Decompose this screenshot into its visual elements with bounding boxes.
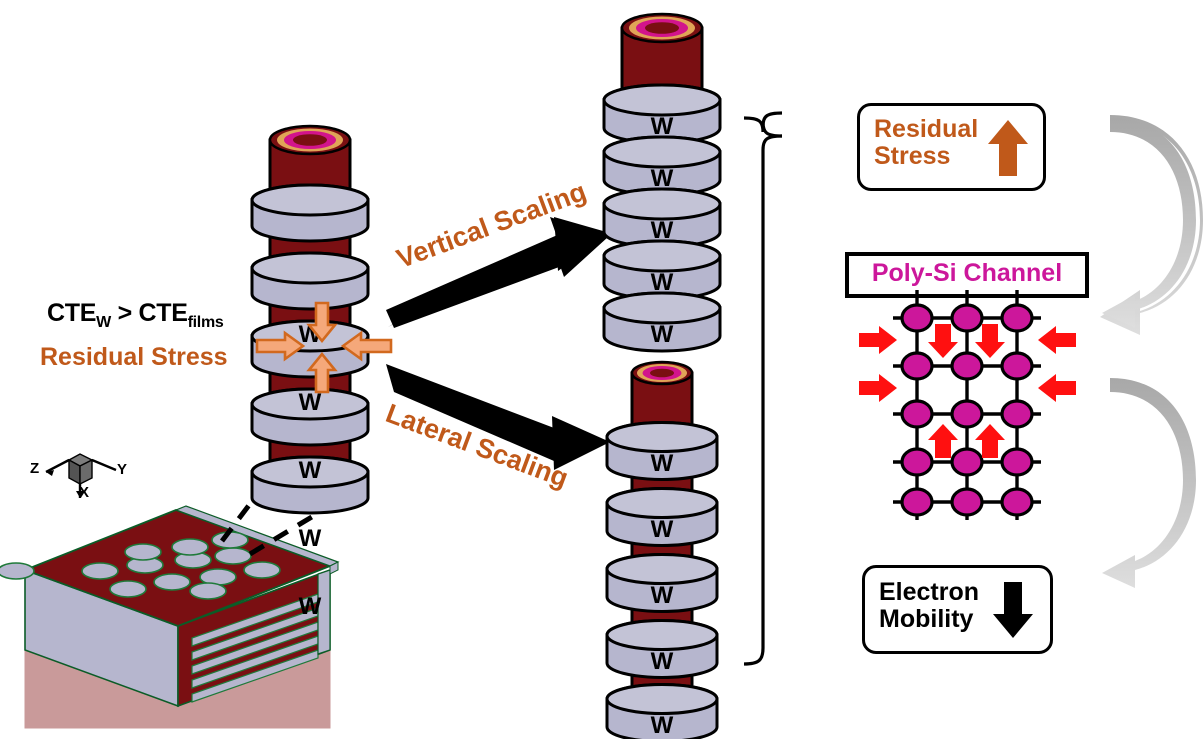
cte-relation: > CTE (111, 299, 188, 327)
w-label: W (600, 583, 724, 608)
lattice-arrow-right-icon (859, 374, 897, 402)
stress-arrow-right-icon (257, 333, 303, 359)
residual-stress-left-label: Residual Stress (40, 344, 228, 370)
w-label: W (600, 270, 724, 295)
w-label: W (600, 166, 724, 191)
poly-si-lattice (855, 288, 1080, 523)
cte-sub-films: films (188, 314, 224, 331)
lattice-arrow-down-icon (928, 324, 958, 358)
stress-arrow-left-icon (343, 333, 391, 359)
electron-mobility-box: Electron Mobility (862, 565, 1053, 654)
lateral-scaled-w-labels: W W W W W (600, 355, 750, 720)
lattice-arrow-right-icon (859, 326, 897, 354)
axis-z-line (46, 460, 69, 472)
lattice-arrow-left-icon (1038, 374, 1076, 402)
lattice-arrow-up-icon (928, 424, 958, 458)
up-arrow-icon (986, 118, 1030, 178)
vertical-scaled-w-labels: W W W W W (600, 10, 750, 340)
residual-stress-line2: Stress (874, 143, 978, 170)
axis-label-z: Z (30, 460, 39, 477)
feedback-curved-arrow-bottom (1100, 375, 1203, 595)
poly-si-channel-label: Poly-Si Channel (849, 260, 1085, 286)
residual-stress-line1: Residual (874, 116, 978, 143)
w-label: W (600, 322, 724, 347)
stress-arrow-down-icon (309, 303, 335, 341)
grouping-brace (742, 100, 812, 680)
cte-sub-w: W (96, 314, 111, 331)
w-label: W (600, 218, 724, 243)
w-label: W (600, 649, 724, 674)
w-label: W (248, 526, 372, 551)
cte-relation-label: CTEW > CTEfilms (47, 300, 223, 332)
stress-arrow-up-icon (309, 354, 335, 392)
w-label: W (600, 451, 724, 476)
electron-mobility-line2: Mobility (879, 606, 979, 633)
electron-mobility-line1: Electron (879, 579, 979, 606)
residual-stress-box: Residual Stress (857, 103, 1046, 191)
lattice-arrow-down-icon (975, 324, 1005, 358)
axis-y-line (92, 460, 116, 470)
w-label: W (600, 713, 724, 738)
cte-prefix: CTE (47, 299, 96, 327)
axis-label-y: Y (117, 461, 127, 478)
w-label: W (248, 458, 372, 483)
w-label: W (600, 517, 724, 542)
w-label: W (248, 594, 372, 619)
compressive-stress-arrows (255, 295, 395, 400)
feedback-curved-arrow-top (1100, 115, 1203, 335)
w-label: W (600, 114, 724, 139)
down-arrow-icon (991, 580, 1035, 640)
lattice-arrow-left-icon (1038, 326, 1076, 354)
